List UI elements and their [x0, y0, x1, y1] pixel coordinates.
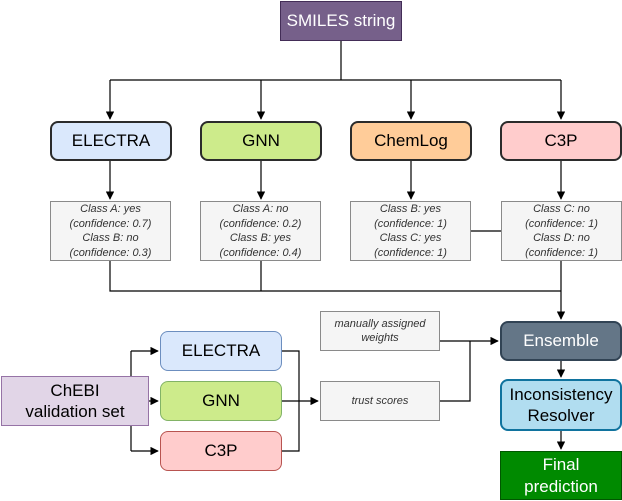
weights-line: weights: [361, 332, 399, 344]
gnn-validation-label: GNN: [202, 391, 240, 410]
output-line: Class C: no: [533, 203, 590, 215]
ensemble-label: Ensemble: [523, 331, 599, 350]
chebi-line: ChEBI: [50, 381, 100, 400]
ensemble-node: Ensemble: [500, 321, 622, 361]
output-line: Class B: yes: [379, 203, 442, 215]
resolver-line: Resolver: [527, 406, 595, 425]
gnn-output-note: Class A: no (confidence: 0.2) Class B: y…: [200, 201, 321, 261]
output-line: Class B: yes: [229, 232, 292, 244]
trust-scores-label: trust scores: [351, 394, 409, 407]
output-line: Class C: yes: [379, 232, 442, 244]
output-line: (confidence: 1): [374, 246, 447, 259]
output-line: Class B: no: [82, 232, 139, 244]
c3p-model-node: C3P: [500, 121, 622, 161]
output-line: (confidence: 0.4): [219, 246, 302, 259]
gnn-model-node: GNN: [200, 121, 322, 161]
manual-weights-note: manually assigned weights: [320, 311, 440, 351]
inconsistency-resolver-node: Inconsistency Resolver: [500, 379, 622, 431]
smiles-string-node: SMILES string: [280, 1, 402, 41]
trust-scores-note: trust scores: [320, 381, 440, 421]
electra-validation-label: ELECTRA: [181, 341, 261, 360]
final-prediction-node: Final prediction: [500, 451, 622, 500]
chemlog-model-node: ChemLog: [350, 121, 472, 161]
electra-model-node: ELECTRA: [50, 121, 172, 161]
output-line: (confidence: 1): [525, 246, 598, 259]
gnn-validation-node: GNN: [160, 381, 282, 421]
c3p-output-note: Class C: no (confidence: 1) Class D: no …: [501, 201, 622, 261]
output-line: (confidence: 1): [525, 217, 598, 230]
chebi-line: validation set: [25, 402, 125, 421]
chemlog-model-label: ChemLog: [374, 131, 448, 150]
output-line: (confidence: 0.3): [69, 246, 152, 259]
final-line: Final: [542, 454, 580, 474]
output-line: Class A: no: [232, 203, 289, 215]
output-line: (confidence: 0.7): [69, 217, 152, 230]
output-line: (confidence: 0.2): [219, 217, 302, 230]
output-line: (confidence: 1): [374, 217, 447, 230]
electra-validation-node: ELECTRA: [160, 331, 282, 371]
resolver-line: Inconsistency: [509, 385, 613, 404]
gnn-model-label: GNN: [242, 131, 280, 150]
output-line: Class D: no: [533, 232, 590, 244]
electra-output-note: Class A: yes (confidence: 0.7) Class B: …: [50, 201, 171, 261]
c3p-validation-node: C3P: [160, 431, 282, 471]
output-line: Class A: yes: [80, 203, 141, 215]
chebi-validation-set-node: ChEBI validation set: [1, 376, 149, 426]
electra-model-label: ELECTRA: [71, 131, 151, 150]
c3p-validation-label: C3P: [204, 441, 238, 460]
smiles-string-label: SMILES string: [286, 11, 396, 30]
c3p-model-label: C3P: [544, 131, 578, 150]
chemlog-output-note: Class B: yes (confidence: 1) Class C: ye…: [350, 201, 471, 261]
weights-line: manually assigned: [334, 317, 426, 330]
final-line: prediction: [524, 476, 598, 496]
